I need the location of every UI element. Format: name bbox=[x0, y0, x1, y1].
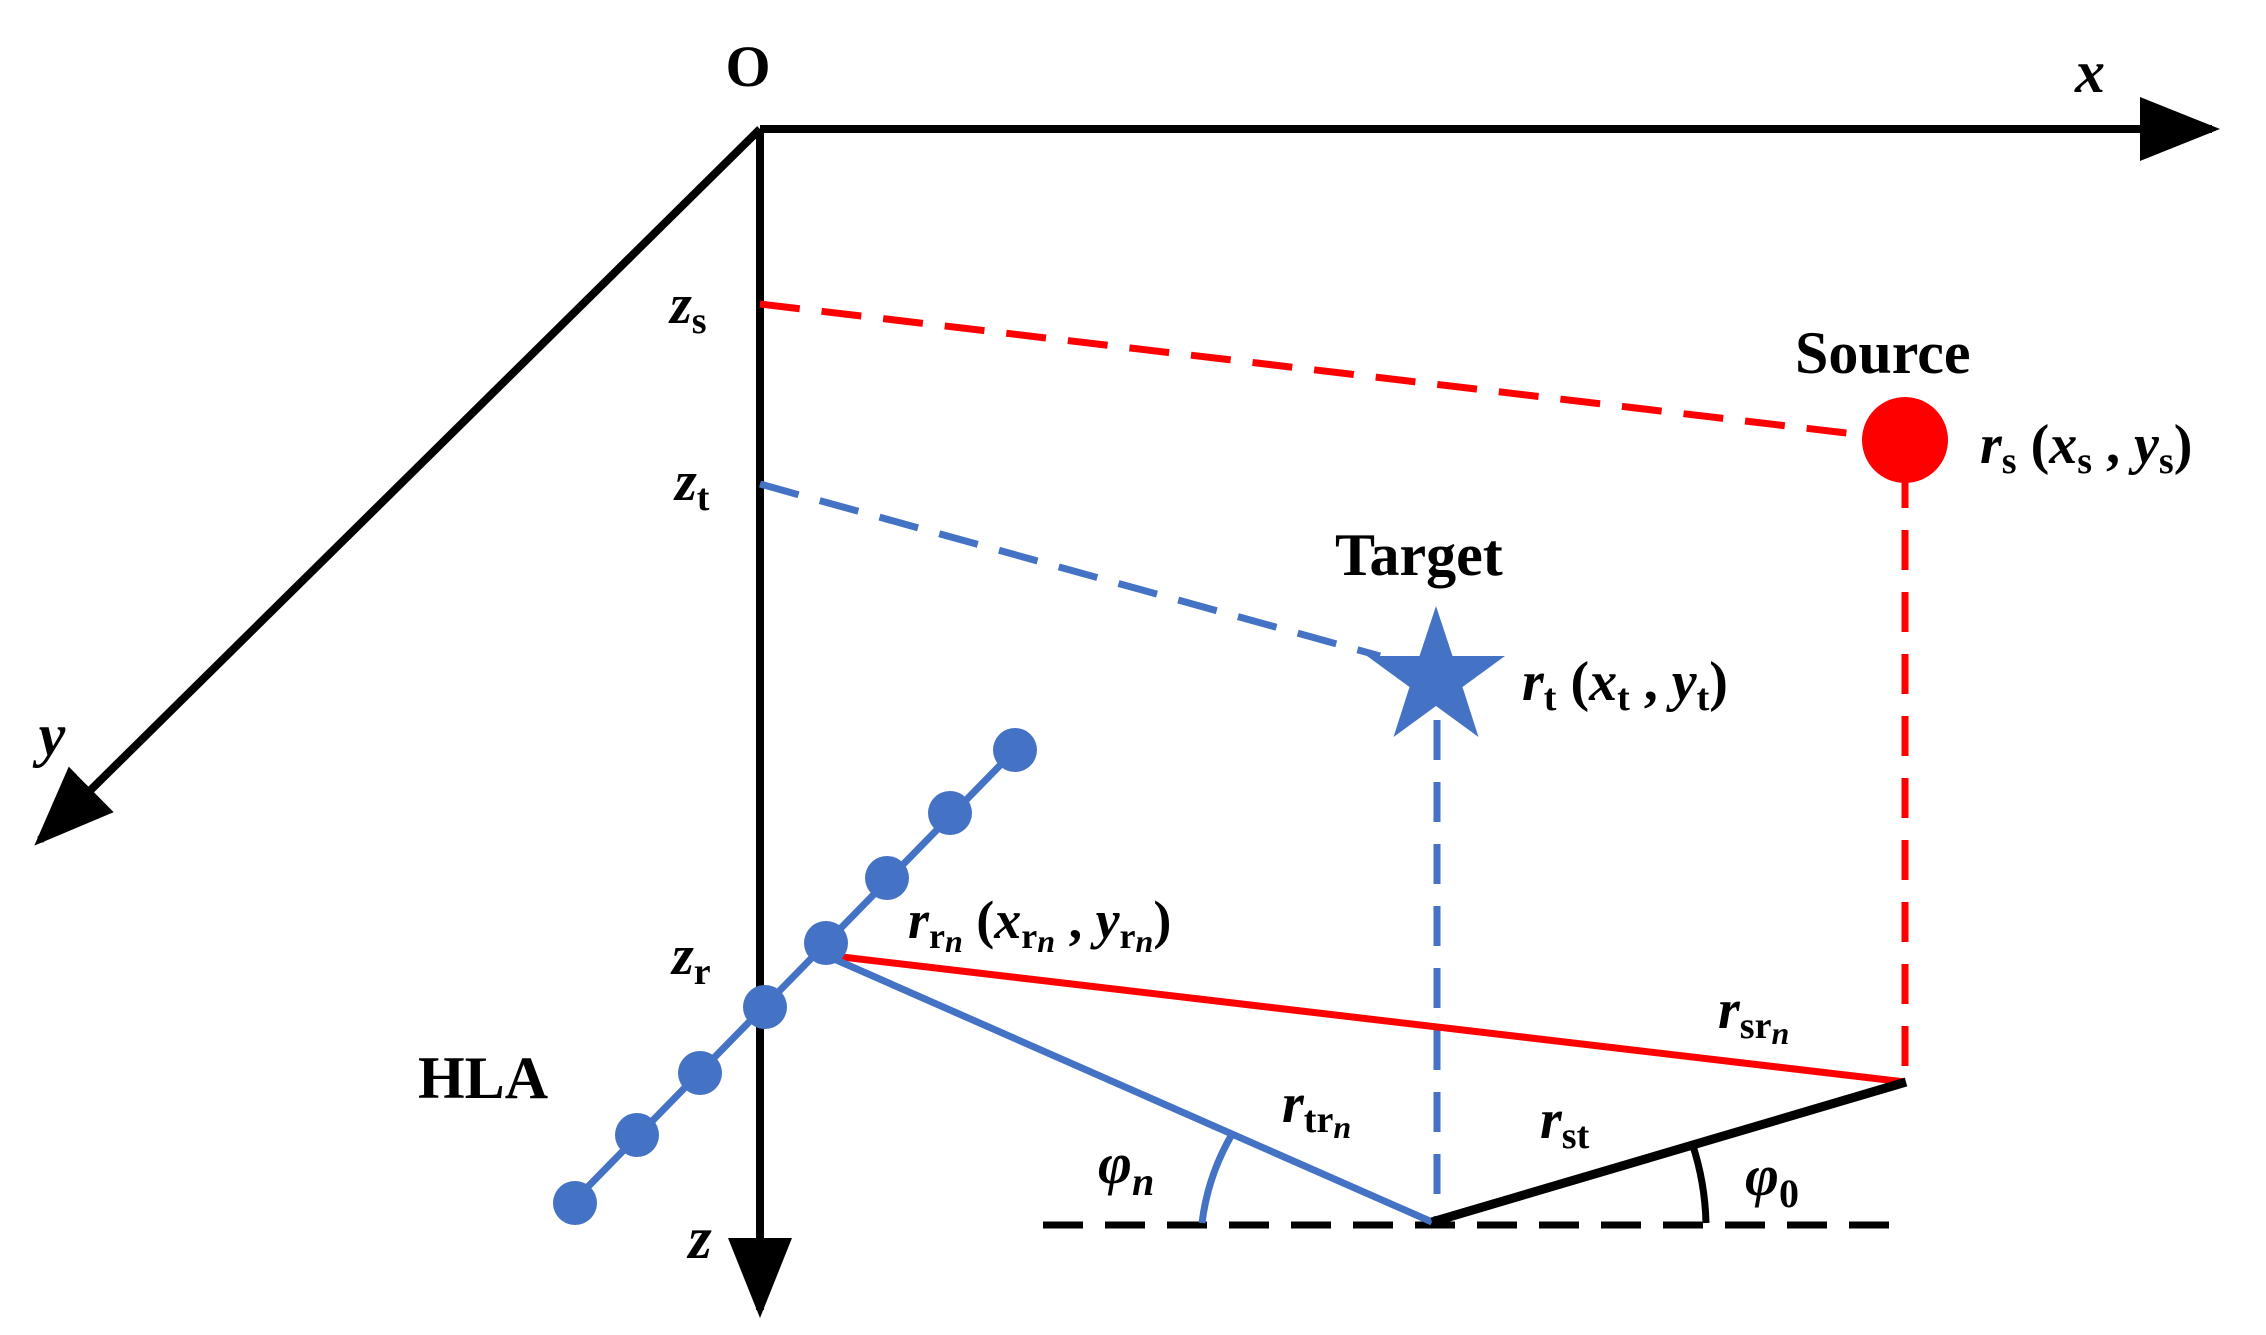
hla-sensor bbox=[615, 1113, 659, 1157]
zt-label: zt bbox=[673, 451, 710, 519]
rsrn-label: rsrn bbox=[1718, 979, 1789, 1051]
hla-sensor bbox=[993, 728, 1037, 772]
origin-label: O bbox=[725, 34, 770, 99]
y-axis-label: y bbox=[33, 702, 66, 768]
y-axis bbox=[34, 126, 763, 846]
target-star-marker bbox=[1367, 606, 1505, 737]
hla-sensor bbox=[743, 985, 787, 1029]
hla-sensor bbox=[553, 1181, 597, 1225]
z-axis-label: z bbox=[686, 1205, 712, 1271]
source-title: Source bbox=[1795, 320, 1971, 386]
rst-label: rst bbox=[1540, 1089, 1590, 1157]
hla-sensor bbox=[678, 1051, 722, 1095]
rtrn-label: rtrn bbox=[1282, 1073, 1351, 1145]
target-title: Target bbox=[1335, 522, 1503, 588]
source-marker bbox=[1862, 397, 1948, 483]
phi-n-label: φn bbox=[1098, 1131, 1154, 1204]
phi0-label: φ0 bbox=[1745, 1143, 1799, 1216]
source-position-label: rs (xs , ys) bbox=[1980, 414, 2192, 482]
source-depth-dashed-line bbox=[759, 300, 1906, 444]
receiver-position-label: rrn (xrn , yrn) bbox=[908, 890, 1171, 959]
target-position-label: rt (xt , yt) bbox=[1522, 651, 1728, 719]
target-to-source-line bbox=[1430, 1077, 1908, 1227]
phi-n-arc bbox=[1198, 1134, 1235, 1224]
hla-sensor bbox=[804, 921, 848, 965]
phi0-arc bbox=[1688, 1141, 1710, 1224]
receiver-to-target-line bbox=[823, 951, 1434, 1226]
zr-label: zr bbox=[670, 925, 711, 993]
hla-title: HLA bbox=[418, 1045, 548, 1111]
hla-sensor bbox=[865, 856, 909, 900]
hla-sensors bbox=[553, 728, 1037, 1225]
source-to-receiver-line bbox=[824, 951, 1906, 1086]
target-depth-dashed-line bbox=[759, 480, 1381, 660]
zs-label: zs bbox=[668, 274, 707, 342]
hla-sensor bbox=[928, 791, 972, 835]
x-axis-label: x bbox=[2074, 39, 2105, 105]
